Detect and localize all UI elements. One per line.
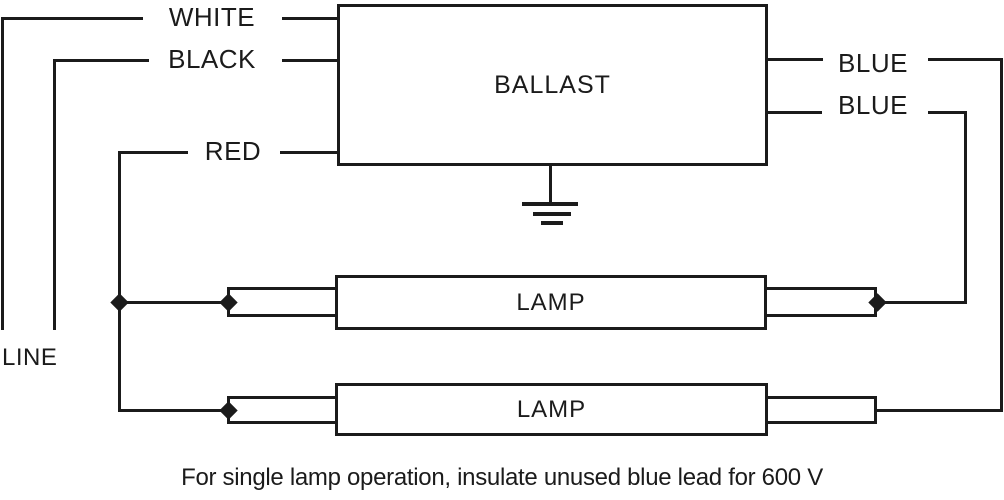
line-label: LINE xyxy=(2,343,58,371)
black-wire-h2 xyxy=(282,59,338,62)
lamp2-right-pin-bottom xyxy=(765,421,877,424)
red-wire-branch-lamp2 xyxy=(118,409,230,412)
red-wire-label: RED xyxy=(204,136,262,166)
blue-upper-wire-h1 xyxy=(768,58,823,61)
red-wire-v xyxy=(118,151,121,412)
red-wire-h2 xyxy=(280,151,338,154)
white-wire-h1 xyxy=(1,17,143,20)
lamp2-label: LAMP xyxy=(516,395,587,423)
lamp1-left-pin-top xyxy=(227,287,335,290)
lamp1-right-pin-top xyxy=(764,287,877,290)
blue-lower-wire-h1 xyxy=(768,111,822,114)
lamp1-label: LAMP xyxy=(516,288,586,316)
black-wire-v xyxy=(53,59,56,330)
junction-dot-red xyxy=(110,293,129,312)
red-wire-h1 xyxy=(118,151,188,154)
white-wire-v xyxy=(1,17,4,330)
blue-upper-wire-h2 xyxy=(928,58,1003,61)
junction-dot-lamp2-left xyxy=(219,401,238,420)
blue-lower-wire-to-lamp1 xyxy=(877,301,967,304)
ballast-label: BALLAST xyxy=(494,70,611,99)
ground-bar-mid xyxy=(533,212,571,216)
lamp1-right-pin-bottom xyxy=(764,314,877,317)
ground-bar-long xyxy=(522,202,578,206)
blue-upper-wire-label: BLUE xyxy=(838,48,908,78)
black-wire-label: BLACK xyxy=(168,44,256,74)
white-wire-h2 xyxy=(282,17,338,20)
blue-lower-wire-h2 xyxy=(928,111,967,114)
lamp2-right-pin-top xyxy=(765,396,877,399)
lamp1-left-pin-bottom xyxy=(227,314,335,317)
lamp2-right-pin-cap xyxy=(874,396,877,424)
lamp2-left-pin-bottom xyxy=(227,421,335,424)
ground-icon xyxy=(549,166,552,203)
blue-upper-wire-v xyxy=(1000,58,1003,412)
caption: For single lamp operation, insulate unus… xyxy=(181,464,823,491)
junction-dot-lamp1-left xyxy=(219,293,238,312)
black-wire-h1 xyxy=(53,59,149,62)
white-wire-label: WHITE xyxy=(168,2,256,32)
red-wire-branch-lamp1 xyxy=(118,301,230,304)
ground-bar-short xyxy=(541,221,563,225)
blue-lower-wire-v xyxy=(964,111,967,304)
lamp1-box: LAMP xyxy=(335,275,767,330)
junction-dot-lamp1-right xyxy=(868,293,887,312)
blue-upper-wire-to-lamp2 xyxy=(877,409,1003,412)
lamp2-left-pin-top xyxy=(227,396,335,399)
lamp2-box: LAMP xyxy=(335,383,768,436)
blue-lower-wire-label: BLUE xyxy=(838,90,908,120)
ballast-box: BALLAST xyxy=(337,4,768,166)
